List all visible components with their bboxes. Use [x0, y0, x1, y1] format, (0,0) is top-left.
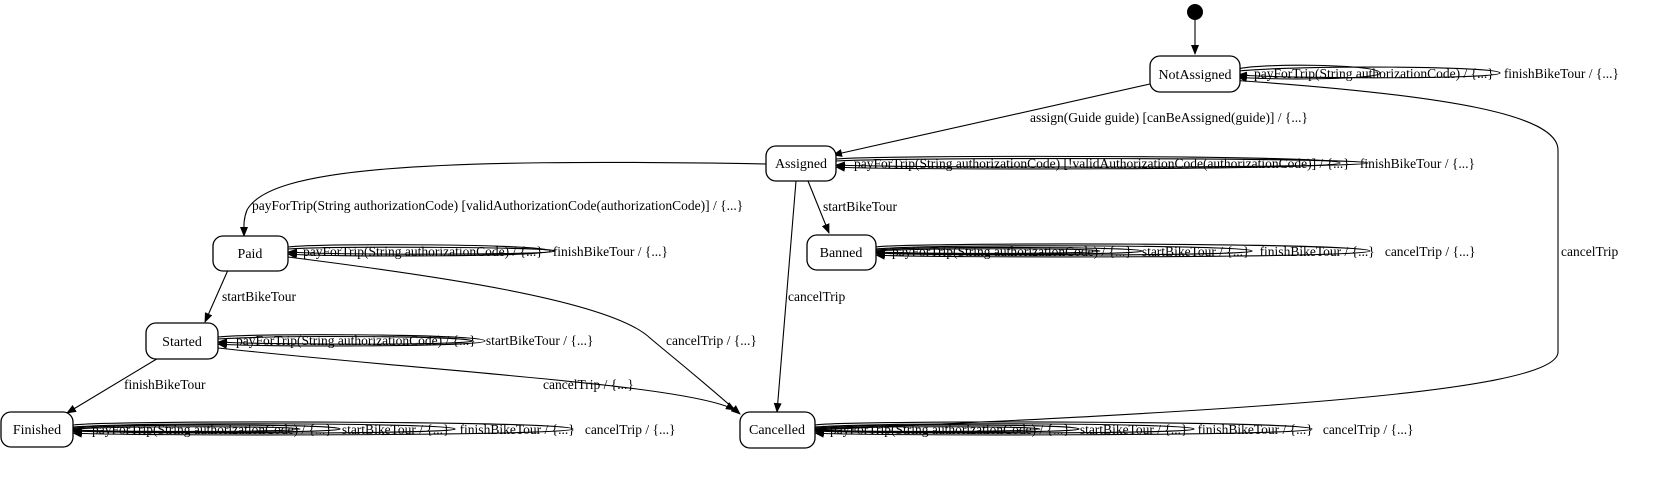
label-paid-start: startBikeTour: [222, 289, 297, 304]
edge-paid-start: [204, 269, 229, 323]
state-label-assigned: Assigned: [775, 157, 827, 172]
loop-banned-4: [875, 248, 1101, 257]
selfloop-label-not-assigned: payForTrip(String authorizationCode) / {…: [1254, 66, 1619, 81]
selfloop-label-assigned: payForTrip(String authorizationCode) [!v…: [854, 156, 1475, 171]
state-label-started: Started: [162, 335, 202, 350]
edge-assign: [832, 83, 1151, 157]
edge-assigned-cancel: [773, 180, 797, 413]
label-assigned-cancel: cancelTrip: [788, 289, 845, 304]
loop-started-2: [217, 335, 473, 347]
edge-started-finish: [66, 356, 161, 414]
loop-finished-2: [72, 423, 456, 436]
state-not-assigned: NotAssigned: [1149, 55, 1241, 93]
selfloop-label-banned: payForTrip(String authorizationCode) / {…: [892, 244, 1476, 259]
state-label-cancelled: Cancelled: [749, 423, 805, 438]
loop-paid-1: [287, 244, 551, 259]
edge-paid-cancel: [287, 256, 741, 415]
loop-paid-2: [287, 246, 556, 257]
label-started-cancel: cancelTrip / {...}: [543, 377, 634, 392]
label-pay-valid: payForTrip(String authorizationCode) [va…: [252, 198, 743, 213]
state-banned: Banned: [806, 234, 877, 271]
state-label-not-assigned: NotAssigned: [1158, 68, 1231, 83]
selfloop-label-cancelled: payForTrip(String authorizationCode) / {…: [830, 422, 1414, 437]
loop-cancelled-1: [814, 421, 1313, 438]
edge-started-cancel: [217, 347, 736, 411]
state-label-banned: Banned: [820, 246, 863, 261]
label-paid-cancel: cancelTrip / {...}: [666, 333, 757, 348]
loop-cancelled-2: [814, 423, 1195, 436]
loop-assigned-2: [835, 157, 1369, 170]
initial-state-dot: [1187, 4, 1203, 20]
state-cancelled: Cancelled: [739, 411, 816, 449]
label-assigned-start: startBikeTour: [823, 199, 898, 214]
loop-assigned-1: [835, 155, 1341, 172]
loop-banned-2: [875, 245, 1253, 258]
state-started: Started: [145, 322, 219, 360]
state-label-paid: Paid: [238, 247, 263, 262]
loop-started-1: [217, 334, 486, 349]
loop-finished-1: [72, 421, 574, 438]
label-notassigned-cancel: cancelTrip: [1561, 244, 1618, 259]
state-label-finished: Finished: [13, 423, 61, 438]
selfloop-label-started: payForTrip(String authorizationCode) / {…: [236, 333, 593, 348]
selfloop-label-paid: payForTrip(String authorizationCode) / {…: [303, 244, 668, 259]
edge-assigned-start: [807, 180, 830, 234]
state-finished: Finished: [0, 411, 74, 448]
loop-cancelled-4: [814, 426, 1041, 435]
edge-pay-valid: [239, 161, 769, 237]
state-assigned: Assigned: [765, 145, 837, 182]
state-paid: Paid: [212, 235, 289, 272]
selfloop-label-finished: payForTrip(String authorizationCode) / {…: [92, 422, 676, 437]
edge-notassigned-cancel: [814, 79, 1559, 434]
label-assign: assign(Guide guide) [canBeAssigned(guide…: [1030, 110, 1308, 125]
loop-notassigned-1: [1237, 64, 1381, 83]
loop-banned-1: [875, 243, 1371, 260]
loop-notassigned-2: [1237, 66, 1501, 80]
loop-finished-4: [72, 426, 301, 435]
label-started-finish: finishBikeTour: [124, 377, 206, 392]
